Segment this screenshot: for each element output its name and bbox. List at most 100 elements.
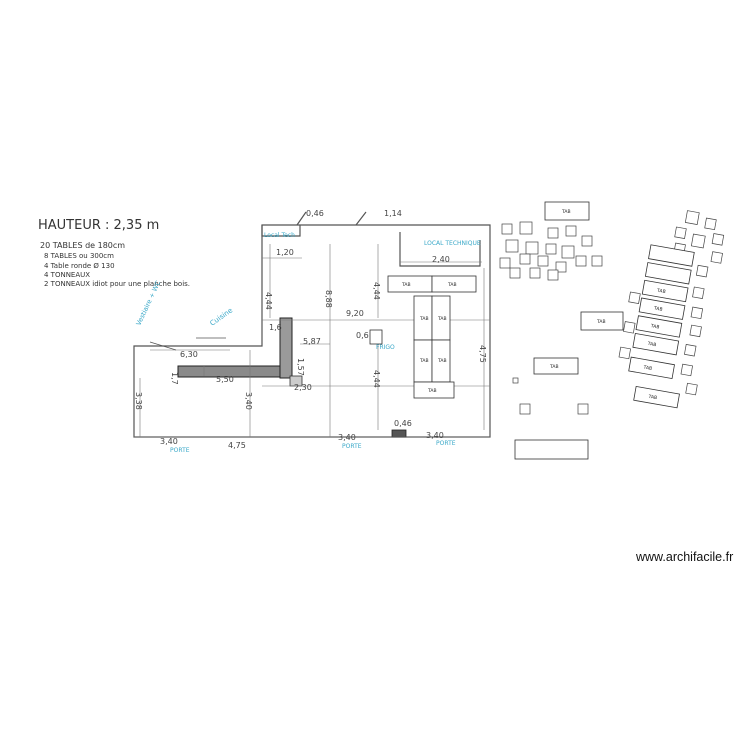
table-label: TAB [427, 388, 437, 394]
table-rect [580, 311, 624, 331]
chair [680, 363, 693, 377]
chair [710, 251, 723, 264]
local-technique-label: LOCAL TECHNIQUE [424, 240, 481, 247]
dim-label: 1,20 [276, 248, 294, 257]
table-label: TAB [549, 364, 559, 370]
dim-label: 0,46 [306, 209, 324, 218]
chair [685, 382, 698, 396]
notes-title: HAUTEUR : 2,35 m [38, 218, 159, 233]
chair [711, 233, 725, 246]
table-label: TAB [647, 394, 657, 402]
notes-line: 2 TONNEAUX idiot pour une planche bois. [44, 280, 190, 288]
table-label: TAB [401, 282, 411, 288]
chair [692, 286, 705, 299]
chair [555, 261, 567, 273]
table-rect [431, 275, 477, 293]
watermark-text: www.archifacile.fr [636, 550, 734, 564]
chair [623, 321, 636, 334]
chair [519, 253, 531, 265]
dim-label: 3,40 [244, 392, 253, 410]
door-threshold [391, 429, 407, 438]
dim-label: 1,57 [296, 358, 305, 376]
dim-label: 1,14 [384, 209, 402, 218]
dim-label: 5,87 [303, 337, 321, 346]
chair [545, 243, 557, 255]
notes-block: HAUTEUR : 2,35 m 20 TABLES de 180cm 8 TA… [38, 218, 190, 288]
diagonal-table-area: TAB TAB TAB TAB TAB TAB [618, 210, 725, 409]
chair [690, 233, 706, 249]
label-leader-line [149, 337, 226, 351]
table-rect [633, 385, 680, 409]
table-rect [628, 356, 675, 379]
local-technique-wall [399, 232, 481, 267]
dim-label: 9,20 [346, 309, 364, 318]
dim-label: 3,40 [426, 431, 444, 440]
chair [547, 269, 559, 281]
table-rect [648, 244, 695, 267]
dim-label: 4,44 [372, 282, 381, 300]
porte-label: PORTE [436, 440, 456, 447]
chair [509, 267, 521, 279]
dim-label: 4,75 [228, 441, 246, 450]
dim-label: 1,7 [170, 372, 179, 385]
chair [519, 221, 533, 235]
table-label: TAB [649, 323, 659, 331]
local-tech-wall [261, 225, 301, 237]
chair [674, 226, 687, 239]
chair [628, 291, 641, 304]
chair [689, 324, 702, 338]
dim-label: 0,6 [356, 331, 369, 340]
chair [618, 346, 631, 360]
cuisine-label: Cuisine [209, 306, 235, 327]
notes-line: 4 Table ronde Ø 130 [44, 262, 115, 270]
chair [525, 241, 539, 255]
chair [684, 210, 700, 225]
chair [565, 225, 577, 237]
table-rect [514, 439, 589, 460]
dim-label: 4,44 [372, 370, 381, 388]
chair [690, 306, 704, 320]
table-label: TAB [437, 316, 447, 322]
table-rect [533, 357, 579, 375]
frigo-box [369, 329, 383, 345]
table-rect [632, 333, 680, 356]
dim-label: 4,75 [478, 345, 487, 363]
diagonal-group: TAB TAB TAB TAB TAB TAB [618, 210, 725, 409]
chair [505, 239, 519, 253]
stool [577, 403, 589, 415]
stool [519, 403, 531, 415]
stool [512, 377, 519, 384]
table-rect [638, 297, 686, 320]
table-label: TAB [447, 282, 457, 288]
table-label: TAB [596, 319, 606, 325]
notes-line: 8 TABLES ou 300cm [44, 252, 114, 260]
dim-label: 3,40 [160, 437, 178, 446]
porte-label: PORTE [342, 443, 362, 450]
spare-tables: TAB TAB TAB [512, 201, 624, 460]
table-label: TAB [419, 316, 429, 322]
porte-label: PORTE [170, 447, 190, 454]
table-label: TAB [646, 341, 656, 349]
chair [547, 227, 559, 239]
dim-label: 2,40 [432, 255, 450, 264]
frigo-label: FRIGO [376, 344, 395, 351]
table-label: TAB [642, 364, 652, 372]
dim-label: 6,30 [180, 350, 198, 359]
kitchen-counters [177, 317, 407, 438]
table-rect [644, 262, 692, 285]
dim-label: 4,44 [264, 292, 273, 310]
chair [501, 223, 513, 235]
table-label: TAB [656, 287, 666, 295]
chair [561, 245, 575, 259]
dim-label: 5,50 [216, 375, 234, 384]
chair [537, 255, 549, 267]
table-rect [641, 279, 689, 303]
chair [684, 344, 697, 357]
kitchen-counter-vertical [279, 317, 293, 379]
dim-label: 8,88 [324, 290, 333, 308]
chair [581, 235, 593, 247]
table-rect [544, 201, 590, 221]
chair [695, 264, 709, 278]
table-label: TAB [419, 358, 429, 364]
notes-line: 4 TONNEAUX [44, 271, 90, 279]
